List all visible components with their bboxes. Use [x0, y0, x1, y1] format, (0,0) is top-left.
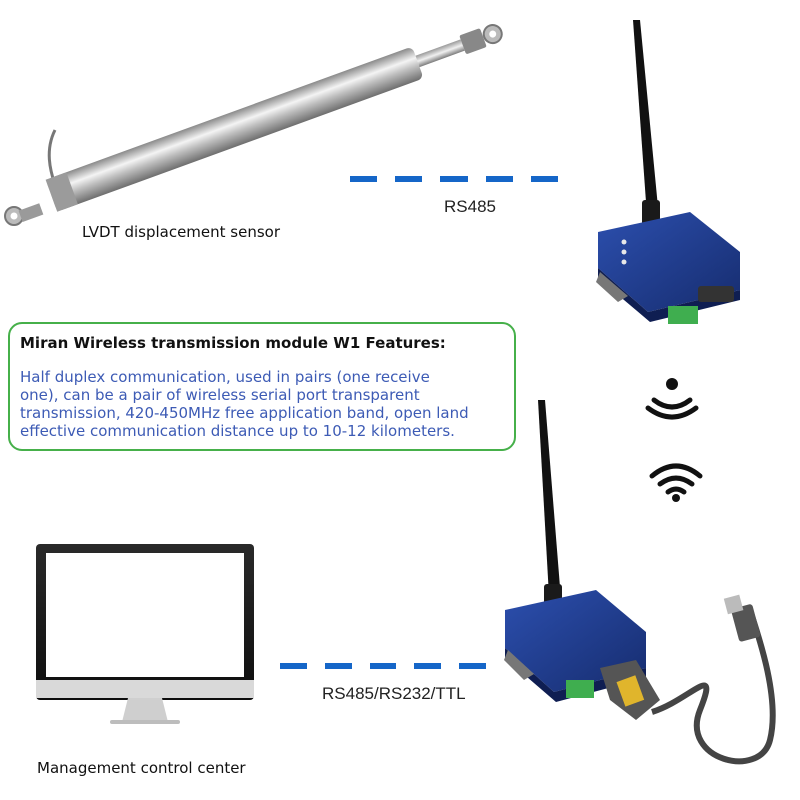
feature-line: transmission, 420-450MHz free applicatio… [20, 404, 469, 422]
feature-line: effective communication distance up to 1… [20, 422, 455, 440]
features-description: Half duplex communication, used in pairs… [20, 368, 504, 440]
wifi-icon [649, 463, 703, 502]
feature-line: Half duplex communication, used in pairs… [20, 368, 430, 386]
dash-segment [324, 663, 352, 669]
dash-segment [395, 176, 423, 182]
features-box: Miran Wireless transmission module W1 Fe… [8, 322, 516, 451]
dash-segment [369, 663, 397, 669]
dash-segment [350, 176, 378, 182]
control-center-label: Management control center [37, 759, 246, 777]
dash-segment [459, 663, 486, 669]
wireless-waves-icon [645, 378, 699, 420]
dash-segment [485, 176, 513, 182]
rs485-rs232-ttl-label: RS485/RS232/TTL [322, 684, 466, 703]
dash-segment [530, 176, 559, 182]
feature-line: one), can be a pair of wireless serial p… [20, 386, 420, 404]
rs485-rs232-ttl-link [280, 663, 504, 669]
features-title: Miran Wireless transmission module W1 Fe… [20, 334, 446, 352]
dash-segment [440, 176, 468, 182]
dash-segment [280, 663, 307, 669]
dash-segment [414, 663, 442, 669]
rs485-link [350, 176, 576, 182]
sensor-label: LVDT displacement sensor [82, 223, 281, 241]
rs485-label: RS485 [444, 197, 496, 216]
